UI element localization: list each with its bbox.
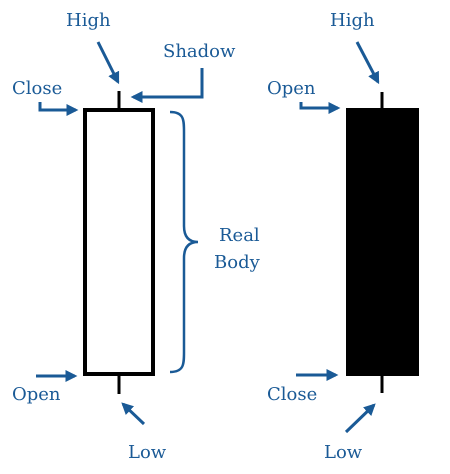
bullish-real-body [83, 108, 155, 376]
bullish-high-label: High [66, 10, 111, 31]
bullish-low-label: Low [128, 442, 167, 463]
bullish-shadow-label: Shadow [163, 41, 236, 62]
real-body-brace [169, 110, 199, 374]
bearish-open-arrow [299, 102, 341, 114]
bearish-close-label: Close [267, 384, 317, 405]
bearish-high-label: High [330, 10, 375, 31]
bearish-candle [346, 92, 419, 393]
bullish-candle [83, 91, 155, 394]
bullish-close-arrow [38, 102, 79, 116]
bullish-open-label: Open [12, 384, 61, 405]
real-body-label-line1: Real [219, 225, 260, 246]
bullish-low-arrow [121, 402, 146, 426]
bullish-close-label: Close [12, 78, 62, 99]
bullish-high-arrow [96, 41, 120, 85]
bearish-low-arrow [344, 403, 376, 434]
bearish-low-label: Low [324, 442, 363, 463]
real-body-label-line2: Body [214, 252, 261, 273]
shadow-arrow [130, 68, 204, 103]
bearish-high-arrow [355, 41, 380, 85]
bearish-real-body [346, 108, 419, 376]
bearish-open-label: Open [267, 78, 316, 99]
